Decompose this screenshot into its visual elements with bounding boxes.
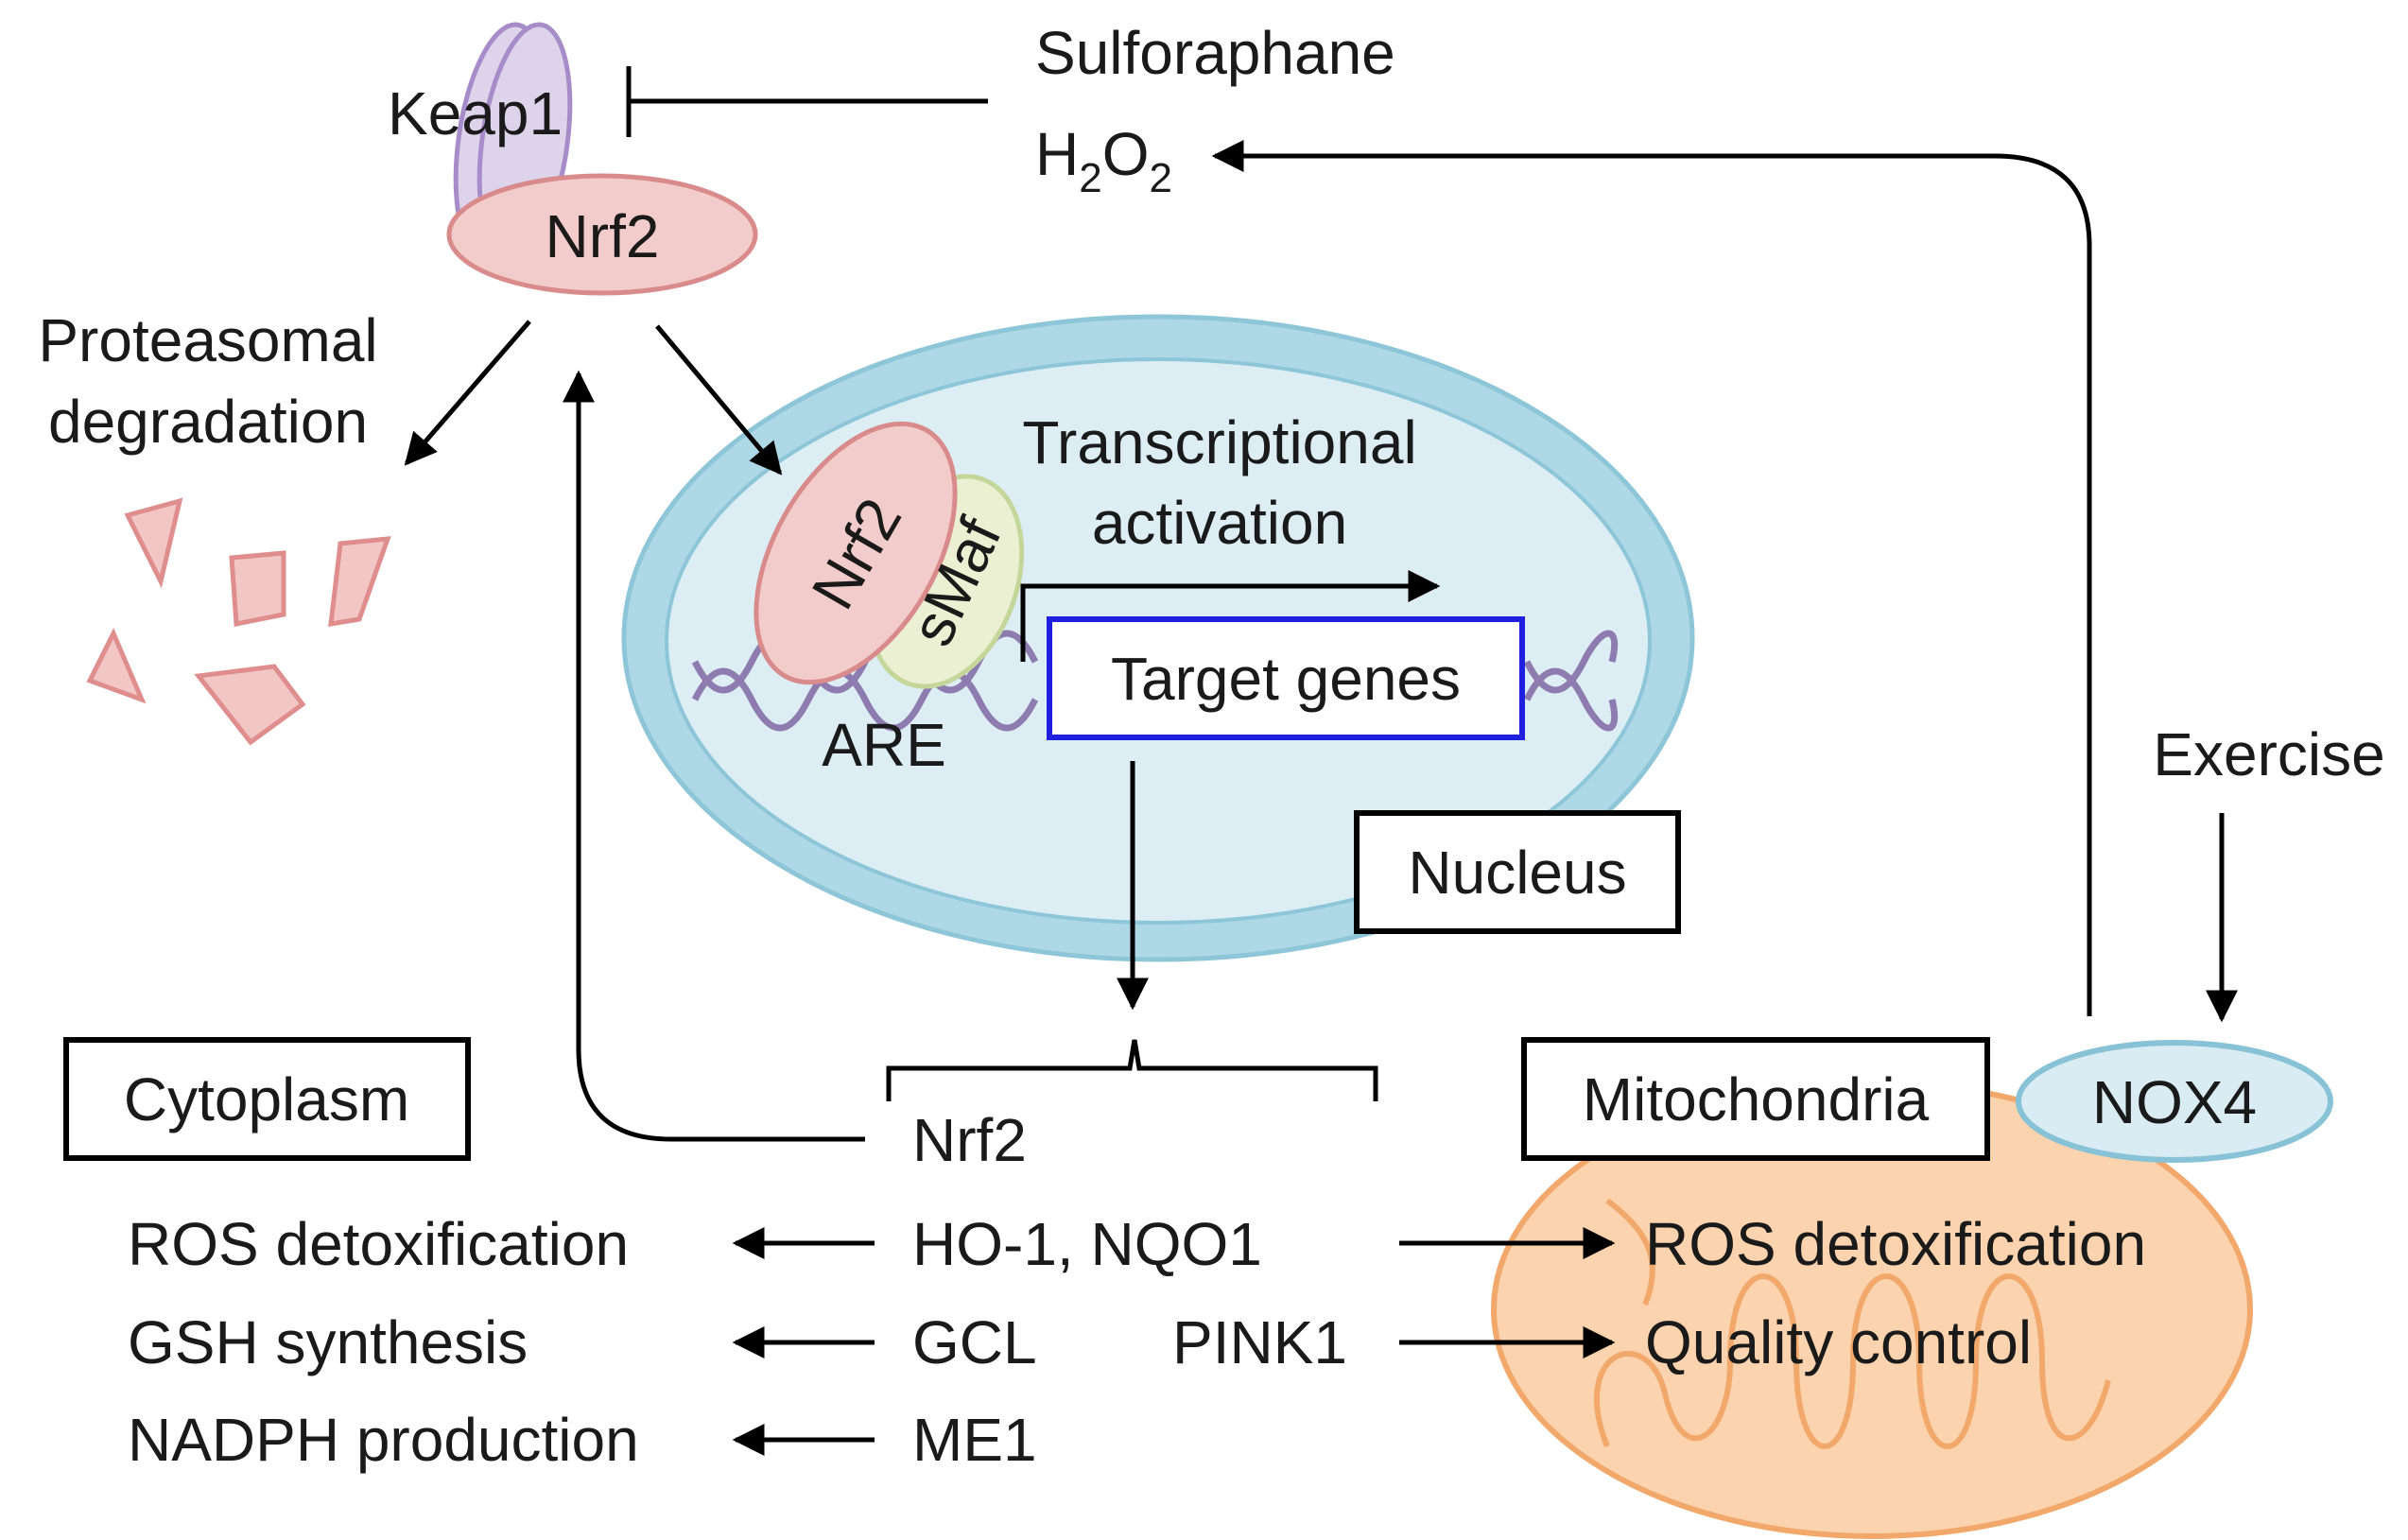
- nrf2-feedback-arrow: [563, 370, 865, 1142]
- cytoplasm-label-box: [63, 1037, 471, 1161]
- nuclear-import-arrow: [655, 324, 783, 476]
- proteasomal-label-line2: degradation: [48, 388, 368, 456]
- nadph-production-label: NADPH production: [128, 1406, 639, 1474]
- gcl-label: GCL: [912, 1308, 1037, 1376]
- nrf2-gene-label: Nrf2: [912, 1106, 1027, 1174]
- transcriptional-label-line1: Transcriptional: [1022, 408, 1416, 476]
- ho1-nqo1-label: HO-1, NQO1: [912, 1210, 1262, 1278]
- pink1-label: PINK1: [1172, 1308, 1347, 1376]
- target-genes-box: [1047, 616, 1525, 740]
- gsh-synthesis-label: GSH synthesis: [128, 1308, 528, 1376]
- nucleus-label: Nucleus: [1408, 839, 1626, 907]
- gene-brace: [886, 1039, 1378, 1101]
- sulforaphane-label: Sulforaphane: [1035, 19, 1395, 87]
- nucleus-label-box: [1354, 810, 1681, 934]
- cytoplasmic-nrf2-protein: [446, 173, 758, 296]
- mitochondria-label-box: [1521, 1037, 1990, 1161]
- nox4-protein: [2016, 1040, 2333, 1163]
- cytoplasm-label: Cytoplasm: [124, 1065, 409, 1133]
- degradation-arrow: [404, 320, 531, 466]
- nox4-to-h2o2-arrow: [1211, 140, 2092, 1016]
- quality-control-label: Quality control: [1645, 1308, 2032, 1376]
- nrf2-complex-label: Nrf2: [546, 202, 660, 270]
- target-genes-label: Target genes: [1111, 645, 1461, 713]
- transcriptional-label-line2: activation: [1092, 489, 1347, 557]
- ros-detox-left-label: ROS detoxification: [128, 1210, 629, 1278]
- nox4-label: NOX4: [2092, 1068, 2257, 1136]
- exercise-label: Exercise: [2153, 720, 2384, 788]
- keap1-label: Keap1: [388, 79, 563, 147]
- are-label: ARE: [822, 711, 946, 779]
- mitochondria-label: Mitochondria: [1583, 1065, 1930, 1133]
- me1-label: ME1: [912, 1406, 1037, 1474]
- degraded-fragments: [86, 497, 391, 746]
- nuclear-nrf2-protein: [754, 421, 958, 685]
- h2o2-label: H2O2: [1035, 120, 1172, 201]
- ros-detox-right-label: ROS detoxification: [1645, 1210, 2146, 1278]
- proteasomal-label-line1: Proteasomal: [38, 306, 377, 374]
- transcription-start-arrow: [1020, 570, 1441, 662]
